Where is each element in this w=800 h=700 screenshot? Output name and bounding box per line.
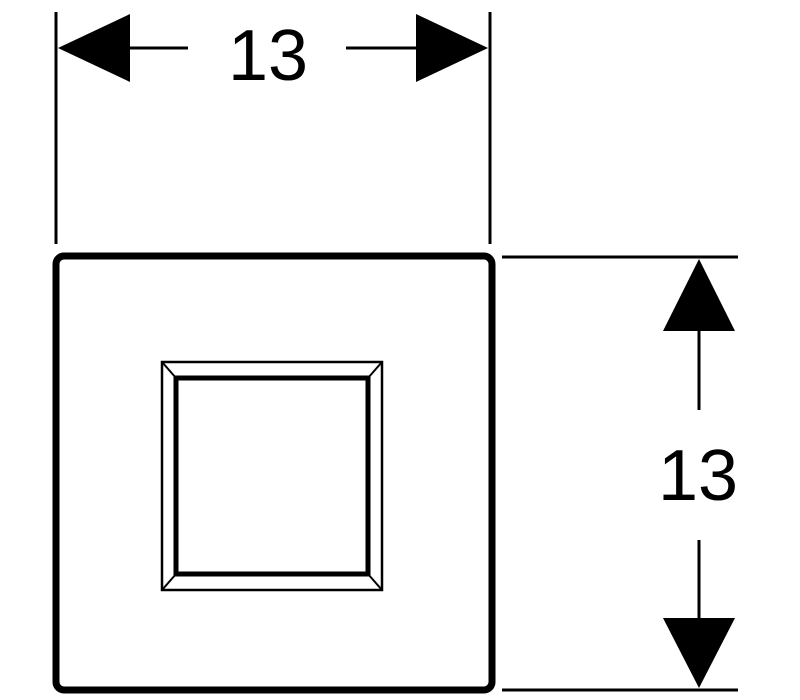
height-extension-lines — [502, 255, 738, 692]
width-arrow-right — [416, 14, 488, 82]
height-arrow-top — [663, 259, 735, 331]
inner-button-bevel — [161, 361, 383, 591]
width-dimension-label: 13 — [228, 16, 308, 96]
inner-button-frame — [160, 360, 384, 592]
height-arrow-bottom — [663, 618, 735, 688]
inner-button-face — [173, 375, 371, 577]
width-extension-lines — [54, 12, 492, 244]
height-dimension-label: 13 — [658, 436, 738, 516]
outer-plate — [52, 252, 496, 694]
width-arrow-left — [58, 14, 130, 82]
